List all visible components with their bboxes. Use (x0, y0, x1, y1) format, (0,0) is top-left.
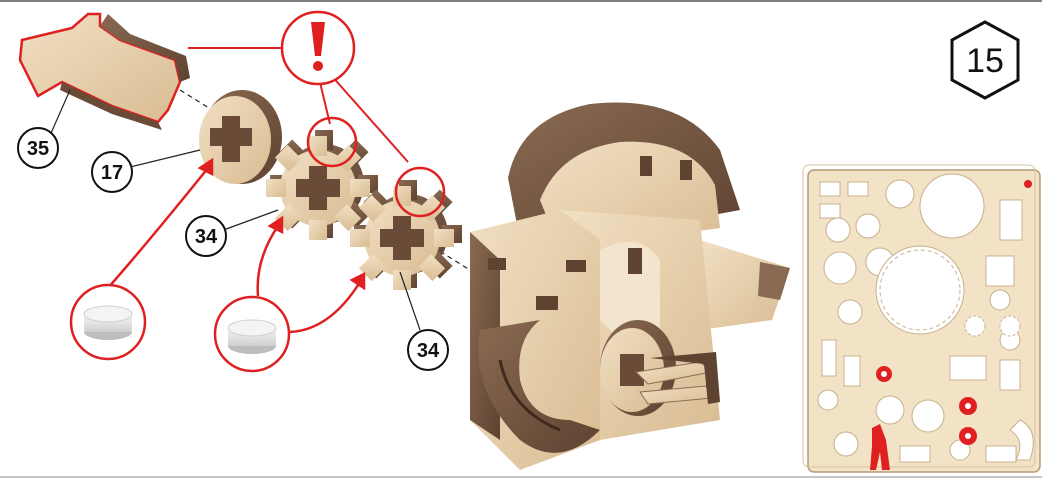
part-label-35: 35 (27, 138, 49, 160)
part-number-34-a: 34 (186, 216, 226, 256)
parts-sheet-thumbnail (803, 165, 1040, 472)
part-label-17: 17 (101, 162, 123, 184)
alert-icon (282, 12, 354, 84)
tealight-candle-2 (215, 297, 289, 371)
tealight-candle-1 (71, 285, 145, 359)
part-label-34-a: 34 (195, 226, 218, 248)
part-number-35: 35 (18, 128, 58, 168)
step-number-badge: 15 (952, 22, 1018, 98)
part-number-17: 17 (92, 152, 132, 192)
part-number-34-b: 34 (408, 330, 448, 370)
step-number: 15 (966, 42, 1004, 80)
assembled-animal-body (470, 102, 790, 470)
part-35-leg (20, 14, 190, 130)
part-label-34-b: 34 (417, 340, 440, 362)
